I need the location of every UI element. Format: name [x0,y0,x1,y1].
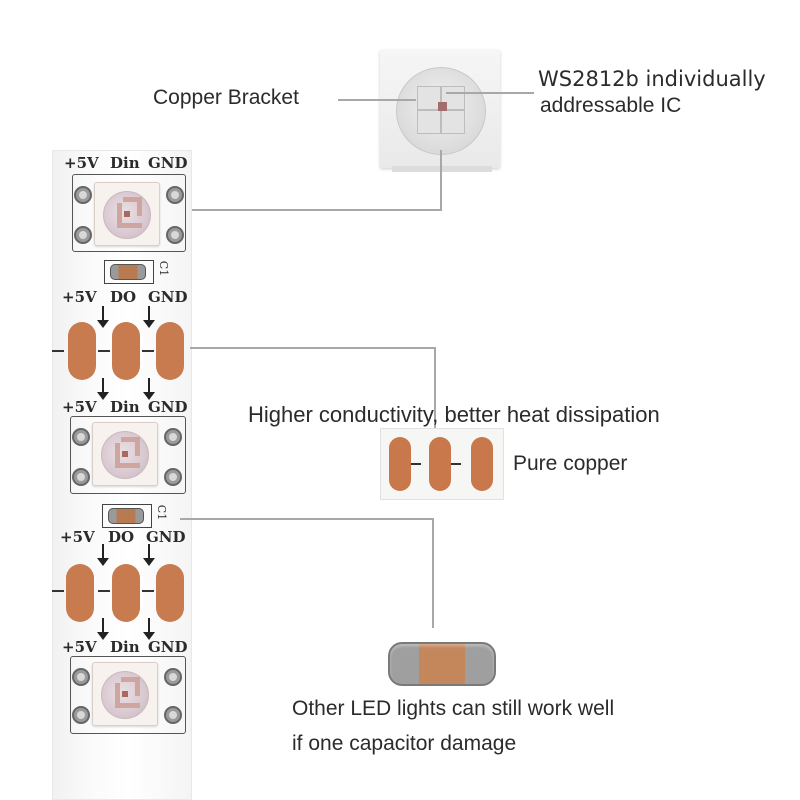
silk-din-label: Din [110,638,140,656]
ic-label-line2: addressable IC [540,94,682,117]
led-pad [164,468,182,486]
led-pad [72,706,90,724]
copper-pad-sample [380,428,504,500]
cut-mark [451,463,461,465]
led-pad [164,428,182,446]
silk-5v-label: +5V [62,638,97,656]
cut-mark [142,350,154,352]
silk-gnd-label: GND [148,288,188,306]
capacitor-outline [104,260,154,284]
conductivity-label: Higher conductivity, better heat dissipa… [248,402,660,427]
capacitor-closeup [388,642,496,686]
down-arrow-icon [97,378,109,400]
led-outline [72,174,186,252]
copper-pad [112,322,140,380]
silk-gnd-label: GND [148,638,188,656]
silk-5v-label: +5V [62,288,97,306]
silk-gnd-label: GND [146,528,186,546]
led-closeup-base [392,166,492,172]
capacitor-leader-horizontal [180,518,434,520]
led-pad [72,668,90,686]
copper-pad [429,437,451,491]
led-pad [166,186,184,204]
silk-5v-label: +5V [60,528,95,546]
silk-do-label: DO [110,288,137,306]
led-leader-horizontal [192,209,442,211]
cap-ref-label: C1 [157,260,171,277]
cut-mark [411,463,421,465]
cap-ref-label: C1 [155,504,169,521]
silk-gnd-label: GND [148,398,188,416]
cut-mark [52,590,64,592]
capacitor-outline [102,504,152,528]
down-arrow-icon [97,544,109,566]
down-arrow-icon [143,618,155,640]
down-arrow-icon [143,544,155,566]
pure-copper-label: Pure copper [513,452,628,475]
copper-pad [112,564,140,622]
cut-mark [98,590,110,592]
copper-leader-vertical [434,347,436,431]
capacitor-label-line1: Other LED lights can still work well [292,697,615,720]
led-pad [72,428,90,446]
silk-din-label: Din [110,154,140,172]
cut-mark [142,590,154,592]
led-outline [70,656,186,734]
led-pad [72,468,90,486]
copper-pad [68,322,96,380]
copper-pad [389,437,411,491]
led-leader-vertical [440,150,442,211]
down-arrow-icon [143,306,155,328]
led-pad [74,186,92,204]
copper-pad [156,322,184,380]
copper-leader-horizontal [190,347,436,349]
cut-mark [52,350,64,352]
cut-mark [98,350,110,352]
led-outline [70,416,186,494]
capacitor [110,264,146,280]
silk-gnd-label: GND [148,154,188,172]
led-chip [92,422,158,486]
ic-label-line1: WS2812b individually [538,67,766,91]
capacitor-leader-vertical [432,518,434,628]
silk-din-label: Din [110,398,140,416]
led-pad [164,668,182,686]
copper-pad [66,564,94,622]
ic-leader [446,92,534,94]
copper-bracket-leader [338,99,416,101]
down-arrow-icon [143,378,155,400]
silk-5v-label: +5V [64,154,99,172]
led-chip [94,182,160,246]
copper-pad [156,564,184,622]
led-pad [166,226,184,244]
copper-bracket-label: Copper Bracket [153,86,299,109]
capacitor [108,508,144,524]
silk-5v-label: +5V [62,398,97,416]
led-chip [92,662,158,726]
led-pad [164,706,182,724]
led-pad [74,226,92,244]
led-strip: +5V Din GND C1 +5V DO GND +5V Din GND C1… [52,150,192,800]
down-arrow-icon [97,618,109,640]
copper-pad [471,437,493,491]
capacitor-label-line2: if one capacitor damage [292,732,517,755]
silk-do-label: DO [108,528,135,546]
down-arrow-icon [97,306,109,328]
